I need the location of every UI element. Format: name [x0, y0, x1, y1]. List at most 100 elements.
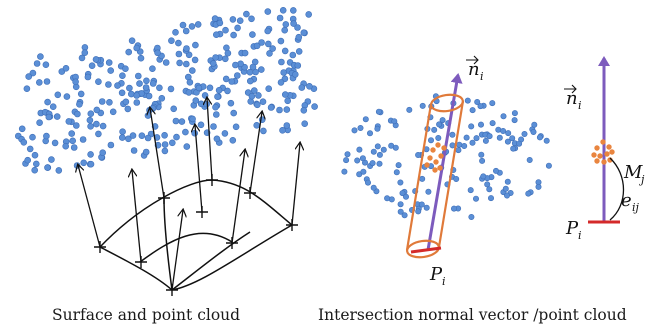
cloud-point	[161, 147, 169, 155]
normal-arrow	[207, 98, 213, 181]
cloud-point	[124, 105, 132, 113]
normal-label-detail: n i	[564, 84, 582, 112]
cloud-point	[253, 101, 261, 109]
cloud-point	[380, 146, 387, 153]
cloud-point	[135, 72, 142, 80]
cloud-point	[29, 133, 36, 141]
cloud-point	[119, 72, 126, 79]
cloud-point	[105, 59, 113, 66]
cloud-point	[509, 135, 516, 142]
cloud-point	[530, 129, 537, 136]
cloud-point	[419, 102, 426, 109]
normal-symbol-detail: n	[566, 88, 578, 109]
cloud-point	[362, 116, 369, 123]
cloud-point	[65, 118, 73, 125]
cloud-point	[478, 151, 485, 158]
normal-vector	[426, 73, 463, 251]
cloud-point	[119, 128, 126, 135]
cloud-point	[249, 63, 257, 71]
cloud-point	[264, 8, 272, 15]
cloud-point	[92, 56, 100, 63]
intersected-point	[427, 155, 433, 161]
cloud-point	[295, 48, 303, 55]
cloud-point	[369, 160, 376, 167]
cloud-point	[221, 130, 229, 137]
cloud-point	[35, 79, 43, 86]
matched-point	[594, 158, 600, 164]
matched-point	[606, 144, 612, 150]
cloud-point	[401, 212, 408, 219]
cloud-point	[69, 137, 76, 145]
cloud-point	[360, 168, 367, 175]
cloud-point	[182, 27, 190, 35]
base-point-marker	[410, 246, 442, 254]
cloud-point	[142, 84, 150, 91]
normal-arrow	[132, 170, 142, 263]
cloud-point	[44, 98, 51, 106]
vector-arrow-icon	[466, 55, 479, 65]
cloud-point	[468, 214, 475, 221]
normal-arrow	[150, 108, 165, 199]
cloud-point	[55, 167, 63, 174]
surface-curve-middle-left	[163, 197, 173, 291]
matched-point	[601, 159, 607, 165]
cloud-point	[472, 195, 479, 202]
matched-point	[600, 139, 606, 145]
cloud-point	[224, 87, 231, 95]
cloud-point	[62, 65, 70, 72]
cloud-point	[384, 195, 391, 202]
intersected-point	[432, 167, 438, 173]
cloud-point	[192, 41, 199, 49]
cloud-point	[251, 87, 258, 94]
matched-point	[609, 149, 615, 155]
cloud-point	[525, 190, 532, 197]
cloud-point	[142, 148, 150, 156]
caption-right: Intersection normal vector /point cloud	[318, 306, 627, 324]
cloud-point	[545, 162, 552, 169]
normal-arrow	[231, 150, 245, 244]
cloud-point	[356, 171, 363, 178]
surface-crosses	[94, 174, 298, 296]
intersected-point	[433, 159, 439, 165]
cloud-point	[474, 99, 481, 106]
point-subscript: i	[442, 275, 446, 288]
cloud-point	[500, 113, 507, 120]
error-arc	[609, 157, 624, 221]
normal-subscript: i	[480, 70, 484, 83]
cloud-point	[154, 49, 161, 57]
cloud-point	[281, 47, 289, 55]
cloud-point	[276, 106, 283, 114]
cloud-point	[281, 26, 289, 34]
cloud-point	[192, 97, 200, 104]
cloud-point	[397, 208, 404, 215]
cloud-point	[264, 40, 272, 48]
intersected-point	[430, 147, 436, 153]
cloud-point	[80, 159, 87, 167]
cloud-point	[63, 93, 71, 100]
cloud-point	[232, 61, 239, 69]
cloud-point	[229, 16, 237, 23]
cloud-point	[391, 118, 398, 125]
error-subscript: ij	[632, 201, 640, 214]
cloud-point	[128, 90, 135, 98]
cloud-point	[43, 132, 50, 140]
intersected-points	[424, 142, 447, 173]
cloud-point	[431, 126, 438, 133]
cloud-point	[260, 127, 267, 135]
cloud-point	[88, 62, 96, 69]
cloud-point	[119, 134, 126, 141]
cloud-point	[280, 69, 288, 76]
cloud-point	[216, 19, 224, 27]
cloud-point	[183, 60, 190, 68]
cloud-point	[253, 42, 261, 50]
cloud-point	[234, 72, 241, 79]
cloud-point	[374, 143, 381, 150]
cloud-point	[197, 100, 205, 108]
cloud-point	[504, 138, 511, 145]
cloud-point	[306, 83, 313, 90]
cloud-point	[300, 29, 308, 37]
cloud-point	[43, 78, 51, 85]
cloud-point	[343, 157, 350, 164]
cloud-point	[230, 109, 237, 117]
